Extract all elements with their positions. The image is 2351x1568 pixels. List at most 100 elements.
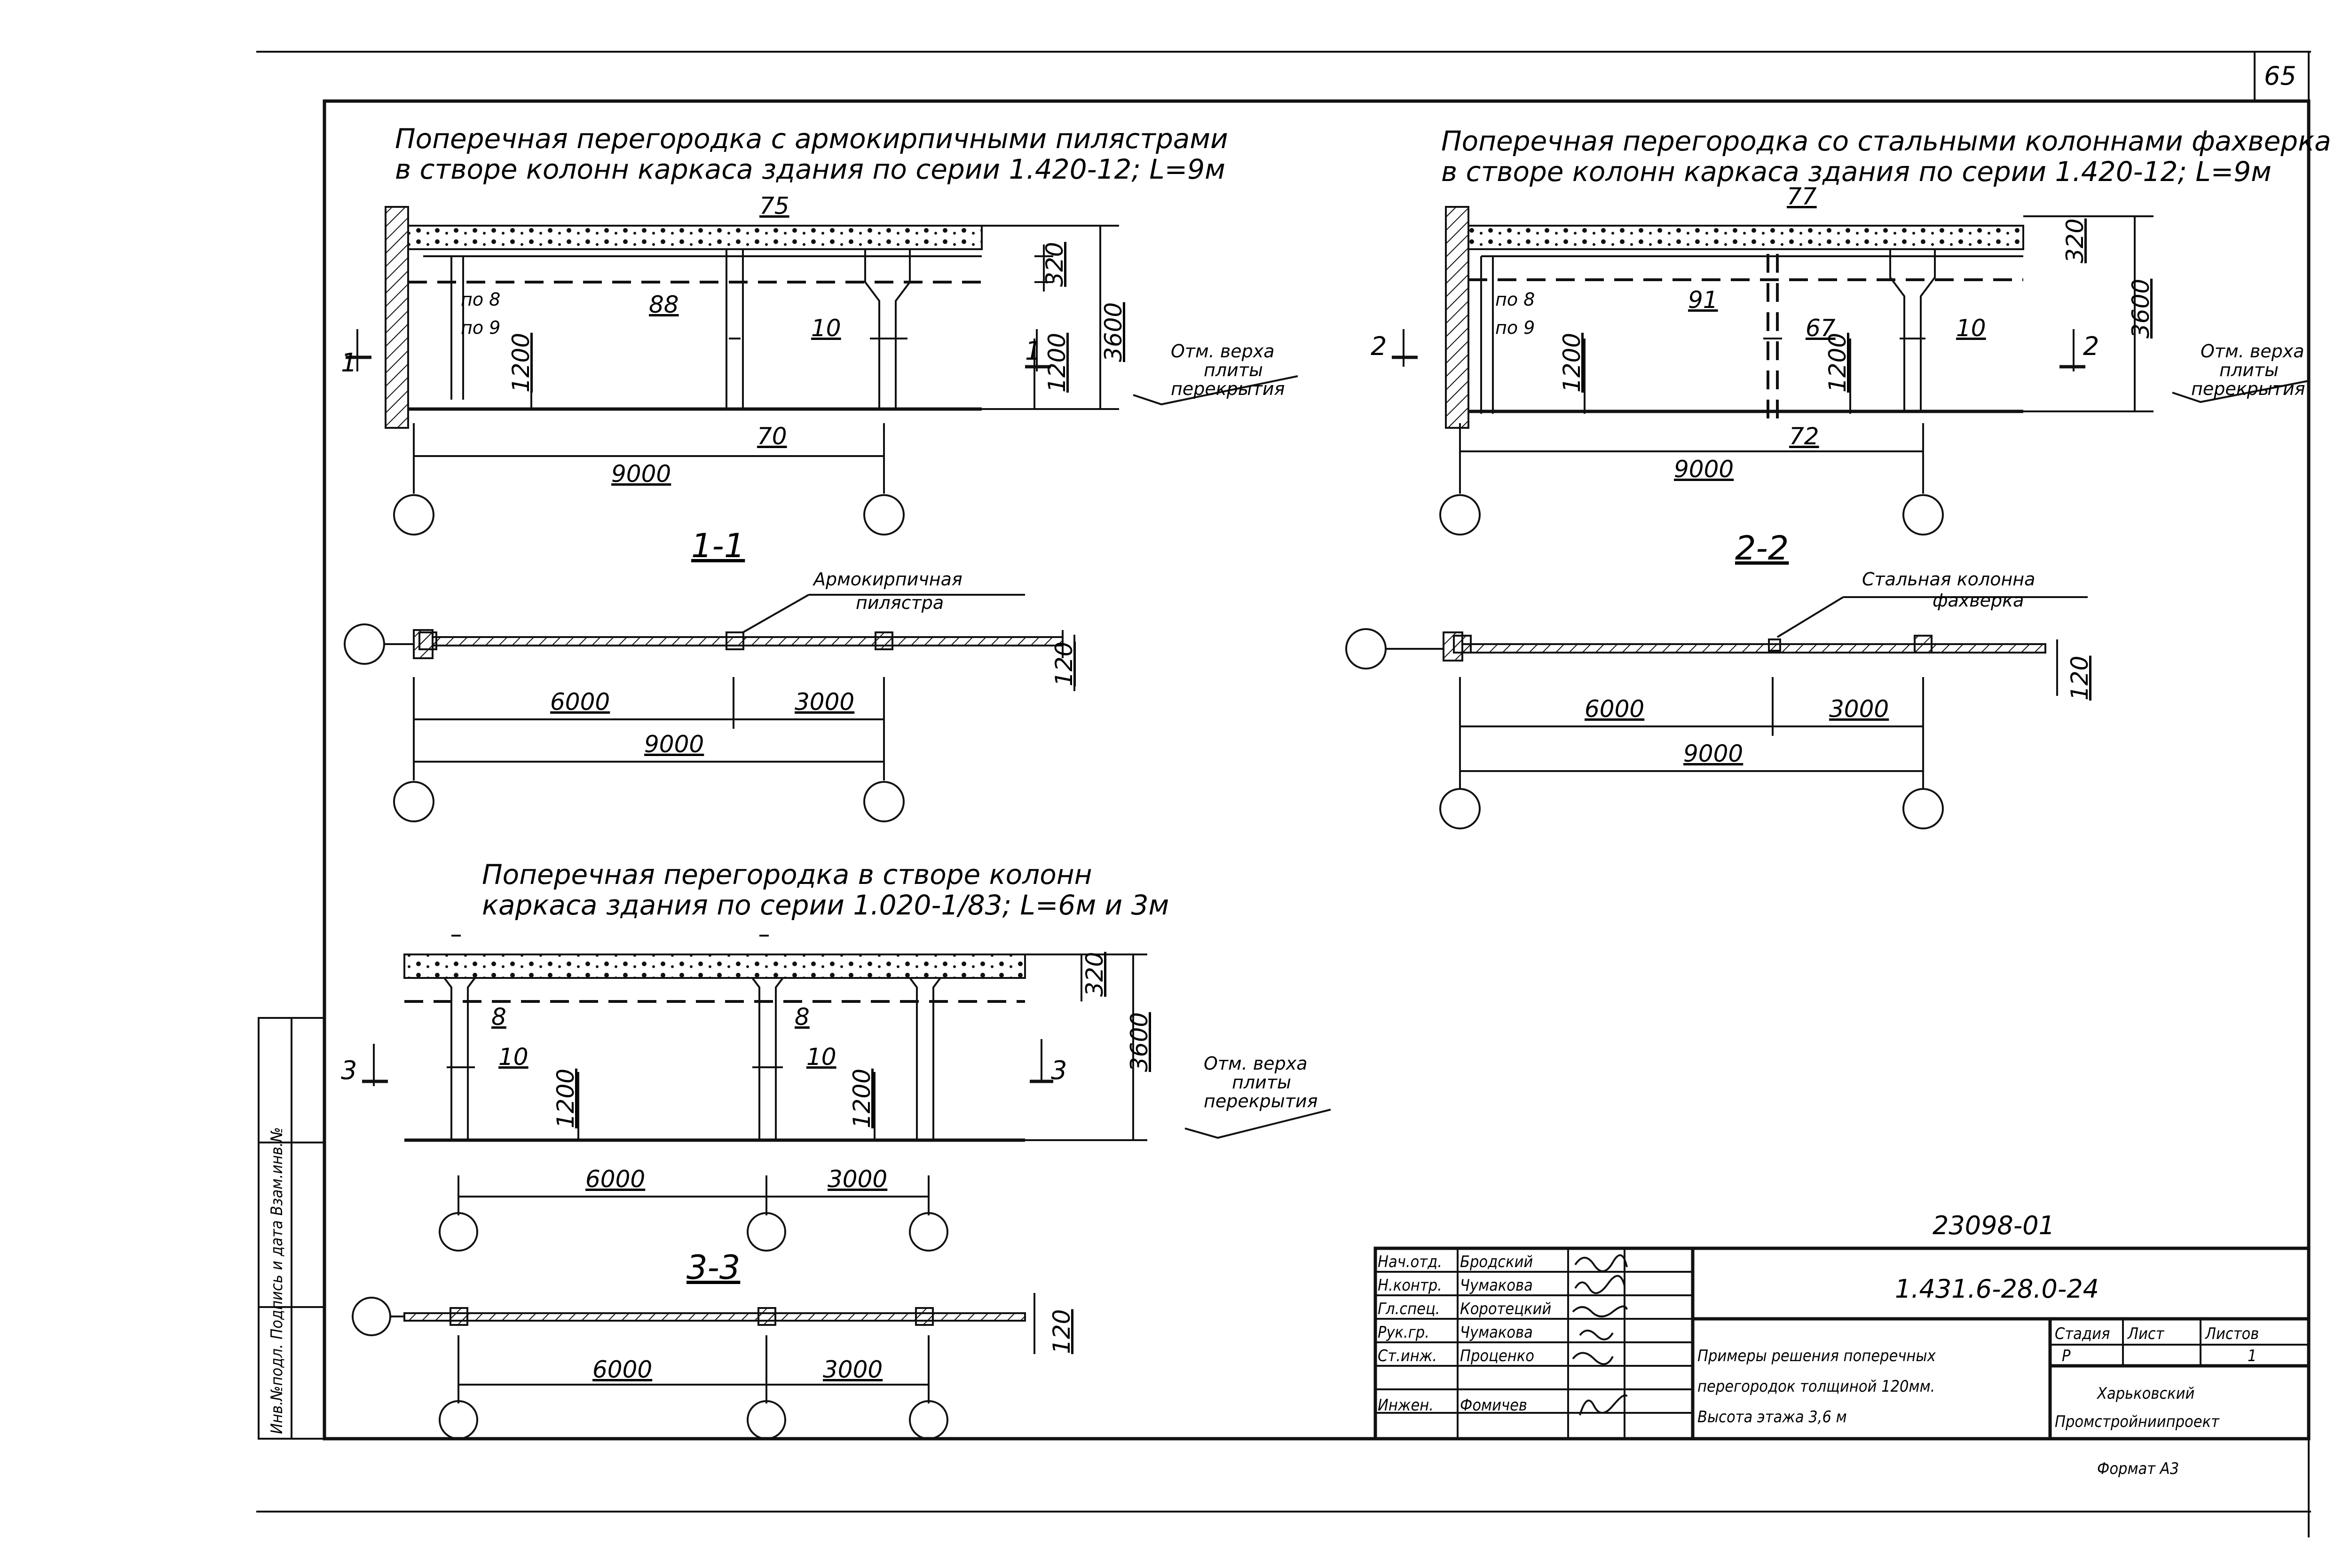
d2-dim-91: 91 — [1688, 286, 1718, 314]
d2-elev-note-3: перекрытия — [2191, 378, 2305, 399]
d3-dim-8a: 8 — [491, 1003, 506, 1031]
tb-sheet-header: Лист — [2127, 1324, 2165, 1343]
section-3-3-title: 3-3 — [686, 1248, 740, 1287]
d3-dim-3000: 3000 — [828, 1166, 887, 1193]
diagram-2-title-line1: Поперечная перегородка со стальными коло… — [1441, 125, 2331, 157]
d1-dim-88: 88 — [649, 291, 679, 318]
title-block — [1373, 1246, 2311, 1441]
d2-cut-left: 2 — [1371, 331, 1387, 361]
d3-elev-note-1: Отм. верха — [1204, 1053, 1308, 1074]
d3-dim-10b: 10 — [806, 1043, 836, 1071]
d1-cut-right: 1 — [1025, 336, 1041, 366]
s22-dim-3000: 3000 — [1829, 695, 1889, 723]
d1-dim-75: 75 — [759, 192, 789, 220]
s11-callout-1: Армокирпичная — [812, 569, 962, 590]
d2-elev-note-2: плиты — [2219, 360, 2279, 380]
d3-cut-left: 3 — [341, 1056, 357, 1085]
d3-dim-8b: 8 — [795, 1003, 810, 1031]
diagram-1-elevation — [346, 206, 1298, 536]
diagram-3-elevation — [362, 935, 1331, 1252]
d1-dim-3600: 3600 — [1100, 302, 1127, 362]
tb-name-3: Коротецкий — [1460, 1300, 1551, 1318]
tb-name-2: Чумакова — [1460, 1276, 1533, 1295]
section-1-1-title: 1-1 — [691, 527, 745, 565]
archive-number: 23098-01 — [1933, 1211, 2055, 1240]
page-number: 65 — [2264, 61, 2296, 91]
s11-dim-120: 120 — [1050, 642, 1078, 686]
s22-dim-6000: 6000 — [1585, 695, 1644, 723]
side-stamp — [258, 1017, 325, 1440]
s11-dim-9000: 9000 — [644, 731, 704, 758]
d2-dim-77: 77 — [1787, 183, 1817, 210]
d3-dim-3600: 3600 — [1126, 1012, 1153, 1072]
d3-dim-320: 320 — [1081, 952, 1108, 997]
tb-role-6: Инжен. — [1378, 1396, 1434, 1415]
tb-desc-1: Примеры решения поперечных — [1697, 1347, 1936, 1365]
tb-org-1: Харьковский — [2096, 1384, 2194, 1403]
d2-dim-67: 67 — [1806, 315, 1836, 342]
side-stamp-text: Инв.№подл. Подпись и дата Взам.инв.№ — [268, 1127, 286, 1434]
diagram-2-title-line2: в створе колонн каркаса здания по серии … — [1441, 156, 2272, 188]
s33-dim-3000: 3000 — [823, 1356, 883, 1383]
d1-elev-note-2: плиты — [1204, 360, 1263, 380]
tb-desc-2: перегородок толщиной 120мм. — [1697, 1377, 1935, 1396]
d1-label-po8: по 8 — [461, 289, 500, 310]
tb-sheets-header: Листов — [2205, 1324, 2259, 1343]
tb-name-1: Бродский — [1460, 1253, 1533, 1271]
s33-dim-120: 120 — [1048, 1309, 1075, 1354]
s22-callout-1: Стальная колонна — [1862, 569, 2035, 590]
d2-dim-1200b: 1200 — [1824, 333, 1851, 393]
d1-dim-320: 320 — [1041, 242, 1068, 287]
s22-callout-2: фахверка — [1933, 590, 2024, 611]
d2-label-po8: по 8 — [1495, 289, 1535, 310]
tb-name-6: Фомичев — [1460, 1396, 1527, 1415]
diagram-1-title-line1: Поперечная перегородка с армокирпичными … — [395, 123, 1228, 155]
diagram-3-title-line2: каркаса здания по серии 1.020-1/83; L=6м… — [482, 889, 1169, 921]
tb-signatures — [1572, 1254, 1628, 1416]
d1-dim-1200b: 1200 — [1043, 333, 1071, 393]
s11-dim-6000: 6000 — [550, 688, 610, 716]
s22-dim-9000: 9000 — [1683, 740, 1743, 767]
tb-role-1: Нач.отд. — [1378, 1253, 1442, 1271]
d1-elev-note-3: перекрытия — [1171, 378, 1285, 399]
section-3-3-plan — [352, 1293, 1035, 1440]
d3-elev-note-2: плиты — [1232, 1072, 1291, 1093]
s22-dim-120: 120 — [2066, 656, 2093, 701]
tb-role-2: Н.контр. — [1378, 1276, 1442, 1295]
tb-name-4: Чумакова — [1460, 1323, 1533, 1342]
d1-dim-10: 10 — [811, 315, 841, 342]
d2-dim-9000: 9000 — [1674, 456, 1734, 483]
tb-role-3: Гл.спец. — [1378, 1300, 1440, 1318]
section-1-1-plan — [344, 594, 1075, 822]
d1-dim-9000: 9000 — [611, 460, 671, 488]
d1-dim-1200a: 1200 — [507, 333, 535, 393]
d1-dim-70: 70 — [757, 423, 787, 450]
tb-stage-header: Стадия — [2055, 1324, 2110, 1343]
tb-role-4: Рук.гр. — [1378, 1323, 1429, 1342]
d3-dim-1200b: 1200 — [848, 1069, 876, 1128]
tb-role-5: Ст.инж. — [1378, 1347, 1437, 1365]
tb-sheets-value: 1 — [2248, 1347, 2256, 1365]
tb-stage-value: Р — [2062, 1347, 2071, 1365]
tb-org-2: Промстройниипроект — [2055, 1412, 2220, 1431]
format-label: Формат А3 — [2097, 1459, 2179, 1478]
d1-cut-left: 1 — [341, 348, 357, 378]
d3-elev-note-3: перекрытия — [1204, 1091, 1318, 1111]
d2-dim-1200a: 1200 — [1558, 333, 1586, 393]
d2-dim-10: 10 — [1956, 315, 1986, 342]
s11-callout-2: пилястра — [856, 592, 944, 613]
d2-cut-right: 2 — [2083, 331, 2099, 361]
s11-dim-3000: 3000 — [795, 688, 854, 716]
d2-elev-note-1: Отм. верха — [2201, 341, 2304, 362]
diagram-2-elevation — [1392, 206, 2309, 536]
section-2-2-title: 2-2 — [1735, 529, 1789, 567]
diagram-3-title-line1: Поперечная перегородка в створе колонн — [482, 859, 1092, 890]
d3-dim-6000: 6000 — [585, 1166, 645, 1193]
d2-dim-3600: 3600 — [2127, 279, 2154, 339]
d3-dim-10a: 10 — [498, 1043, 529, 1071]
tb-name-5: Проценко — [1460, 1347, 1534, 1365]
s33-dim-6000: 6000 — [592, 1356, 652, 1383]
d2-dim-320: 320 — [2061, 219, 2089, 263]
tb-desc-3: Высота этажа 3,6 м — [1697, 1408, 1847, 1426]
